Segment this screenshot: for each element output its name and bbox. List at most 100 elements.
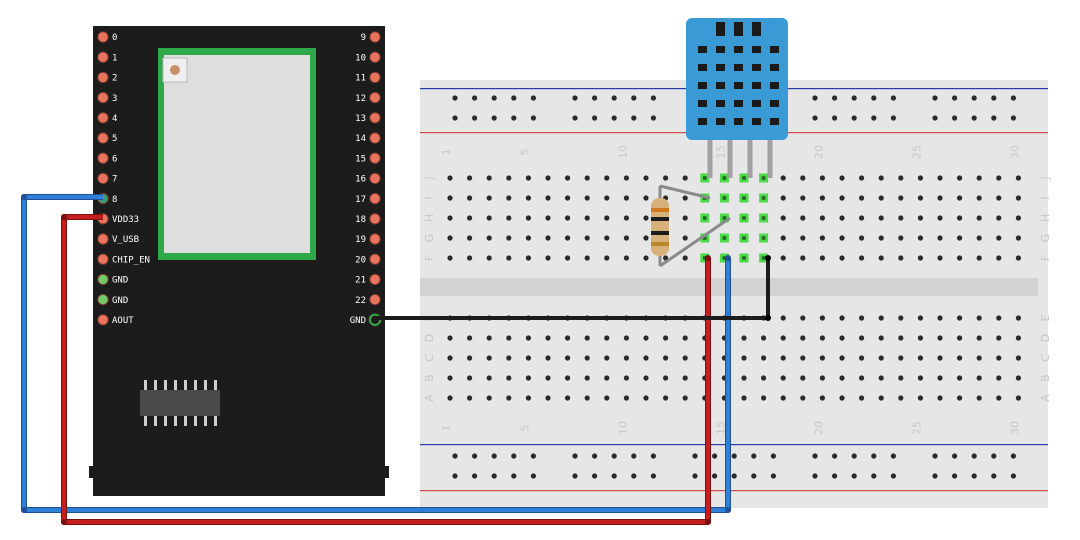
row-letter: J bbox=[1039, 176, 1052, 180]
ic-pin bbox=[184, 380, 187, 390]
rail-hole bbox=[991, 115, 997, 121]
rail-hole bbox=[611, 95, 617, 101]
breadboard-hole bbox=[703, 236, 707, 240]
breadboard-hole bbox=[780, 355, 786, 361]
breadboard-hole bbox=[486, 235, 492, 241]
breadboard-hole bbox=[819, 355, 826, 361]
resistor-lead-bottom bbox=[659, 216, 731, 268]
breadboard-hole bbox=[957, 395, 963, 401]
breadboard-hole bbox=[937, 175, 943, 181]
breadboard-hole bbox=[761, 236, 766, 240]
breadboard-hole bbox=[996, 175, 1002, 181]
breadboard-hole bbox=[839, 315, 845, 321]
rail-hole bbox=[592, 115, 598, 121]
sensor-vent bbox=[752, 64, 761, 71]
breadboard-hole bbox=[506, 335, 512, 341]
breadboard-hole bbox=[525, 375, 532, 381]
rail-hole bbox=[572, 95, 578, 101]
board-pin-right bbox=[369, 132, 381, 144]
pin-label: 11 bbox=[355, 74, 366, 84]
row-letter: B bbox=[1039, 374, 1052, 382]
breadboard-hole bbox=[663, 395, 669, 401]
breadboard-hole bbox=[859, 175, 865, 181]
rail-hole bbox=[472, 453, 478, 459]
breadboard-hole bbox=[604, 175, 610, 181]
breadboard-hole bbox=[780, 215, 786, 221]
pin-label: 22 bbox=[355, 296, 366, 306]
resistor-band-2 bbox=[651, 217, 669, 221]
ic-pin bbox=[154, 416, 157, 426]
column-number: 1 bbox=[440, 149, 453, 156]
sensor-vent bbox=[734, 100, 743, 107]
breadboard-hole bbox=[859, 215, 865, 221]
wire-end-point bbox=[765, 255, 771, 261]
breadboard-hole bbox=[898, 175, 904, 181]
board-pin-right bbox=[369, 31, 381, 43]
rail-hole bbox=[650, 473, 657, 479]
board-pin-left bbox=[97, 112, 109, 124]
pin-label: AOUT bbox=[112, 316, 134, 326]
breadboard-hole bbox=[545, 195, 551, 201]
rail-hole bbox=[932, 473, 938, 479]
breadboard-hole bbox=[467, 375, 473, 381]
breadboard-hole bbox=[663, 335, 669, 341]
breadboard-hole bbox=[565, 215, 571, 221]
rail-hole bbox=[650, 453, 657, 459]
ic-chip-pins bbox=[144, 380, 217, 426]
row-letter: F bbox=[1039, 255, 1052, 261]
breadboard-hole bbox=[604, 355, 610, 361]
breadboard-hole bbox=[623, 255, 630, 261]
board-pin-right bbox=[369, 51, 381, 63]
rail-hole bbox=[812, 115, 818, 121]
breadboard-hole bbox=[1015, 175, 1022, 181]
sensor-vent bbox=[698, 100, 707, 107]
breadboard-hole bbox=[506, 395, 512, 401]
breadboard-hole bbox=[623, 355, 630, 361]
pin-label: V_USB bbox=[112, 235, 139, 245]
rail-hole bbox=[952, 453, 958, 459]
breadboard-hole bbox=[996, 335, 1002, 341]
antenna-connector-pad bbox=[170, 65, 180, 75]
column-number: 25 bbox=[910, 145, 923, 159]
breadboard-hole bbox=[878, 375, 884, 381]
breadboard-hole bbox=[819, 215, 826, 221]
breadboard-hole bbox=[976, 375, 982, 381]
sensor-vent-top bbox=[734, 22, 743, 36]
rail-hole bbox=[971, 473, 977, 479]
breadboard-hole bbox=[643, 355, 649, 361]
breadboard-hole bbox=[976, 335, 982, 341]
rail-hole bbox=[611, 453, 617, 459]
breadboard-hole bbox=[467, 175, 473, 181]
breadboard-hole bbox=[937, 315, 943, 321]
breadboard-hole bbox=[937, 355, 943, 361]
breadboard-hole bbox=[976, 315, 982, 321]
breadboard-hole bbox=[839, 195, 845, 201]
pin-label: 21 bbox=[355, 276, 366, 286]
wire-bend-point bbox=[765, 315, 771, 321]
breadboard-hole bbox=[780, 375, 786, 381]
ic-pin bbox=[144, 380, 147, 390]
breadboard-hole bbox=[584, 175, 590, 181]
breadboard-hole bbox=[819, 235, 826, 241]
resistor-body bbox=[651, 198, 669, 256]
breadboard-hole bbox=[917, 175, 924, 181]
breadboard-hole bbox=[545, 175, 551, 181]
rail-hole bbox=[871, 473, 877, 479]
breadboard-hole bbox=[1015, 215, 1022, 221]
column-number: 25 bbox=[910, 421, 923, 435]
board-pin-right bbox=[369, 273, 381, 286]
row-letter: F bbox=[423, 255, 436, 261]
rail-hole bbox=[731, 453, 737, 459]
rail-hole bbox=[472, 473, 478, 479]
sensor-vent bbox=[716, 100, 725, 107]
breadboard-hole bbox=[917, 375, 924, 381]
breadboard-hole bbox=[780, 255, 786, 261]
board-pin-left bbox=[97, 273, 109, 286]
breadboard-hole bbox=[545, 395, 551, 401]
row-letter: I bbox=[1039, 196, 1052, 199]
sensor-vent bbox=[716, 64, 725, 71]
column-number: 10 bbox=[616, 421, 629, 435]
breadboard-hole bbox=[898, 315, 904, 321]
rail-hole bbox=[712, 473, 718, 479]
